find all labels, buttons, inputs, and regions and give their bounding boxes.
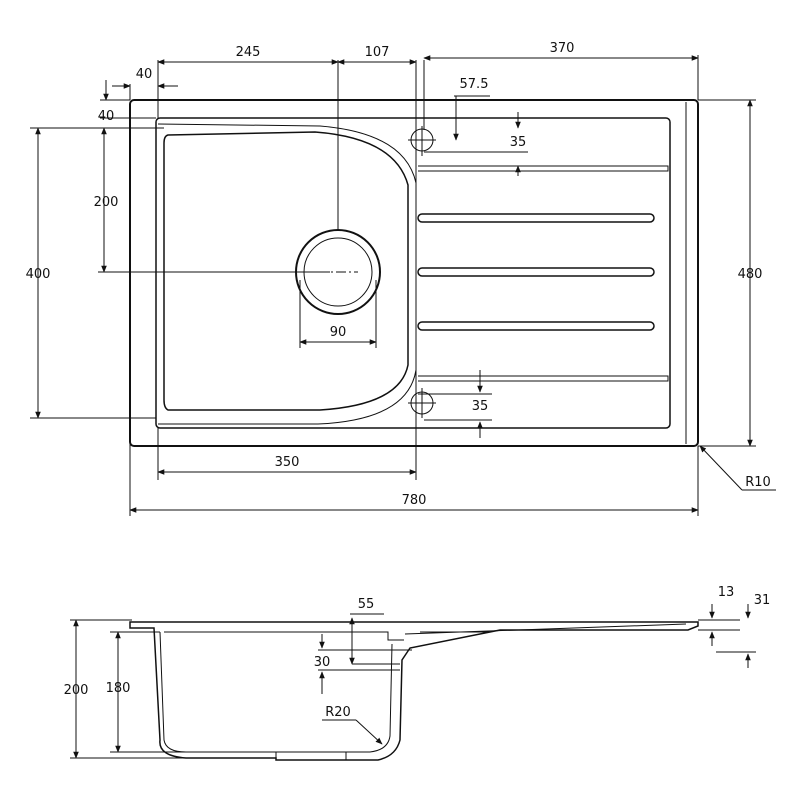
dim-200-label: 200	[94, 195, 119, 210]
tap-hole-upper	[408, 126, 436, 156]
side-view: 200 180 55 30 R20 13 31	[64, 585, 771, 761]
bowl-rim-line	[157, 123, 417, 425]
sink-outer-outline	[129, 99, 699, 447]
dim-90-label: 90	[330, 325, 347, 340]
side-dim-30-label: 30	[314, 655, 331, 670]
dim-400-label: 400	[26, 267, 51, 282]
tap-hole-lower	[408, 388, 436, 418]
drainer-grooves	[417, 165, 669, 382]
side-dim-55-label: 55	[358, 597, 375, 612]
waste-flange	[275, 751, 347, 761]
side-dim-31-label: 31	[754, 593, 771, 608]
dim-35-upper-label: 35	[510, 135, 527, 150]
dim-480-label: 480	[738, 267, 763, 282]
dim-107-label: 107	[365, 45, 390, 60]
side-radius-r20-label: R20	[325, 705, 351, 720]
radius-r10-label: R10	[745, 475, 771, 490]
dim-35-lower-label: 35	[472, 399, 489, 414]
bowl-outline	[163, 131, 409, 411]
dim-780-label: 780	[402, 493, 427, 508]
sink-profile-rim-inner	[164, 631, 404, 641]
sink-inner-outline	[155, 117, 671, 429]
dim-370-label: 370	[550, 41, 575, 56]
dim-245-label: 245	[236, 45, 261, 60]
sink-profile-outer	[129, 621, 699, 761]
side-dim-180-label: 180	[106, 681, 131, 696]
top-view: 245 107 370 40 40 57.5 35 35 200	[26, 41, 776, 516]
dim-350-label: 350	[275, 455, 300, 470]
side-dim-200-label: 200	[64, 683, 89, 698]
dim-57-5-label: 57.5	[460, 77, 489, 92]
dim-40-horizontal-label: 40	[136, 67, 153, 82]
dim-40-vertical-label: 40	[98, 109, 115, 124]
side-dim-13-label: 13	[718, 585, 735, 600]
